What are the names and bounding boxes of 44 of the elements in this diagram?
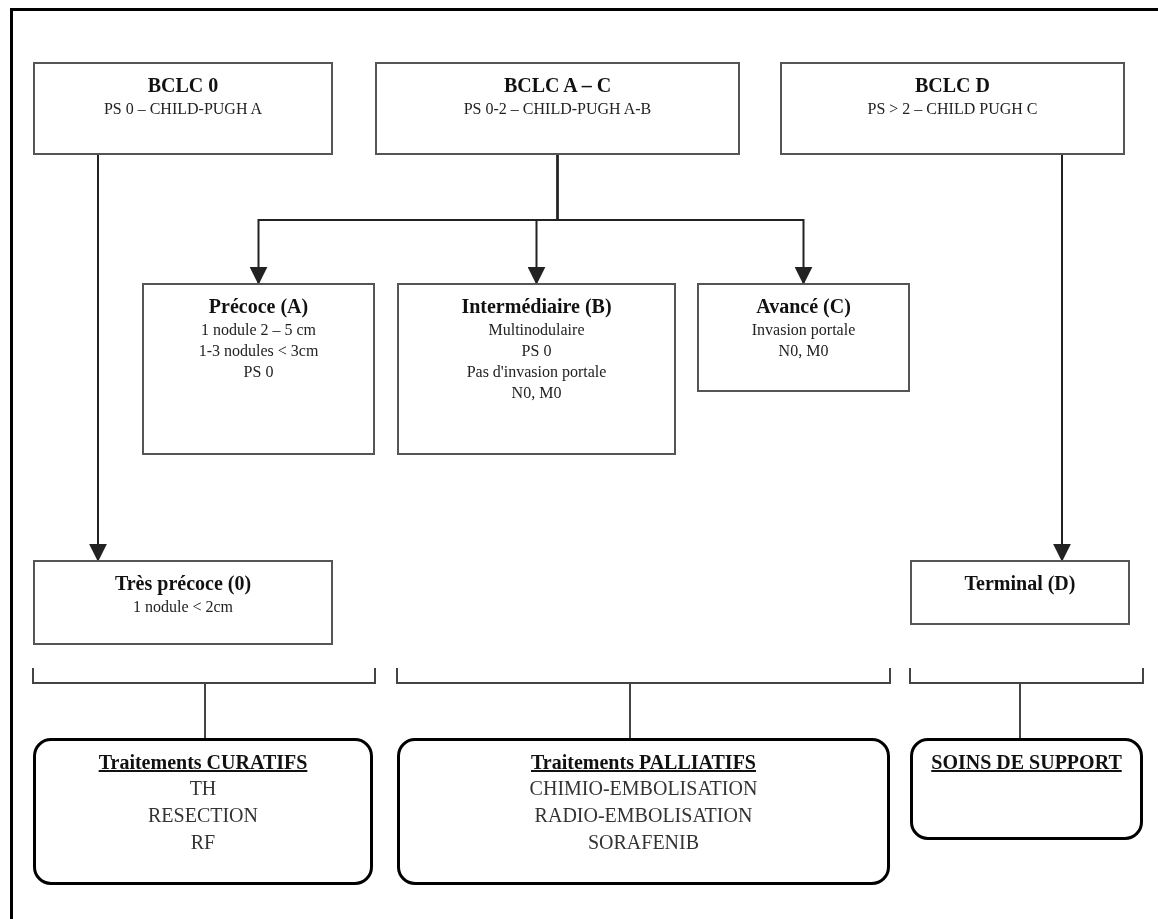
treatment-box [33, 738, 373, 885]
box-text: RESECTION [148, 803, 258, 828]
arrow [89, 154, 107, 562]
box-text: RADIO-EMBOLISATION [534, 803, 753, 828]
box-text: SORAFENIB [587, 830, 700, 855]
box-heading: Traitements CURATIFS [98, 750, 308, 775]
box-heading: Traitements PALLIATIFS [531, 750, 756, 775]
stage-box [910, 560, 1130, 625]
stage-box [33, 560, 333, 645]
stage-box [33, 62, 333, 155]
stage-box [375, 62, 740, 155]
box-text: TH [189, 776, 217, 801]
box-text: N0, M0 [511, 383, 562, 403]
treatment-box [397, 738, 890, 885]
treatment-box [910, 738, 1143, 840]
box-text: RF [190, 830, 216, 855]
stage-box [397, 283, 676, 455]
box-text: 1-3 nodules < 3cm [198, 341, 319, 361]
box-text: Multinodulaire [488, 320, 585, 340]
box-heading: Intermédiaire (B) [461, 294, 612, 319]
arrow [1053, 154, 1071, 562]
stage-box [142, 283, 375, 455]
box-heading: BCLC A – C [503, 73, 612, 98]
box-text: Invasion portale [751, 320, 856, 340]
box-text: 1 nodule < 2cm [132, 597, 234, 617]
box-text: Pas d'invasion portale [466, 362, 607, 382]
box-text: PS 0-2 – CHILD-PUGH A-B [463, 99, 652, 119]
box-heading: SOINS DE SUPPORT [931, 750, 1122, 775]
box-text: N0, M0 [778, 341, 829, 361]
box-text: PS 0 – CHILD-PUGH A [103, 99, 263, 119]
box-text: PS > 2 – CHILD PUGH C [867, 99, 1038, 119]
box-heading: Très précoce (0) [114, 571, 252, 596]
box-text: CHIMIO-EMBOLISATION [529, 776, 758, 801]
box-text: PS 0 [243, 362, 274, 382]
box-heading: Précoce (A) [208, 294, 309, 319]
box-text: PS 0 [521, 341, 552, 361]
box-heading: Avancé (C) [756, 294, 851, 319]
box-heading: Terminal (D) [964, 571, 1076, 596]
box-text: 1 nodule 2 – 5 cm [200, 320, 317, 340]
arrow [556, 154, 813, 285]
stage-box [697, 283, 910, 392]
box-heading: BCLC 0 [147, 73, 219, 98]
stage-box [780, 62, 1125, 155]
box-heading: BCLC D [915, 73, 990, 98]
